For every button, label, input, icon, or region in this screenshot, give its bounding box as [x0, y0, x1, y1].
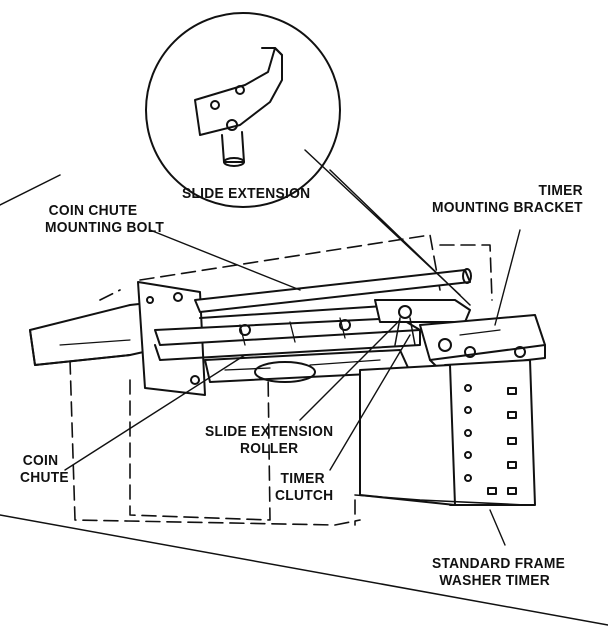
slide-extension-callout — [145, 12, 341, 208]
label-timer-mounting-bracket: TIMER MOUNTING BRACKET — [432, 182, 583, 216]
underside-mechanism — [204, 349, 411, 383]
callout-connector — [304, 149, 471, 306]
timer-box — [354, 359, 536, 506]
floor-line-upper — [0, 174, 61, 206]
label-slide-extension: SLIDE EXTENSION — [182, 185, 311, 202]
label-slide-extension-roller: SLIDE EXTENSION ROLLER — [205, 423, 334, 457]
label-timer-clutch: TIMER CLUTCH — [275, 470, 334, 504]
cabinet-outline-dashed — [69, 234, 493, 526]
label-standard-frame-washer-timer: STANDARD FRAME WASHER TIMER — [432, 555, 566, 589]
label-coin-chute-mounting-bolt: COIN CHUTE MOUNTING BOLT — [45, 202, 165, 236]
slide-extension-part — [374, 299, 471, 346]
mounting-bolt-rod — [194, 268, 472, 313]
leader-lines — [64, 229, 521, 546]
label-coin-chute: COIN CHUTE — [20, 452, 69, 486]
floor-line-lower — [0, 514, 608, 626]
